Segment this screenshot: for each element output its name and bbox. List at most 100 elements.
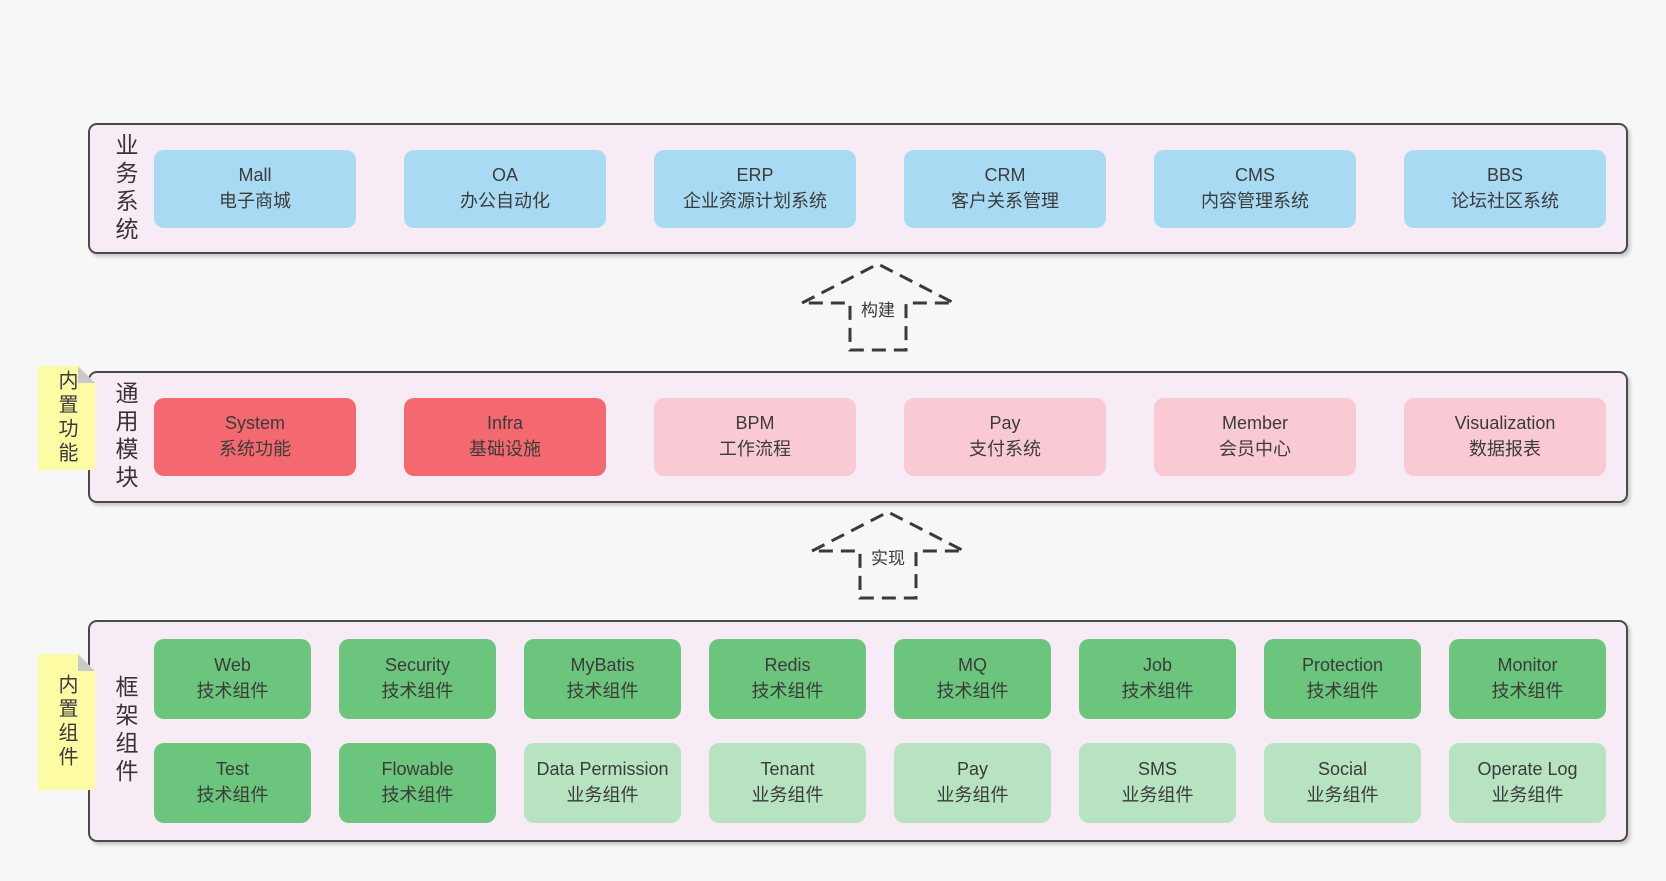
box-data-permission: Data Permission 业务组件	[524, 743, 681, 823]
box-protection: Protection 技术组件	[1264, 639, 1421, 719]
box-desc: 办公自动化	[460, 190, 550, 211]
box-name: Protection	[1301, 655, 1384, 676]
box-name: Monitor	[1497, 655, 1558, 676]
box-name: Tenant	[760, 759, 815, 780]
framework-row-1: Web 技术组件 Security 技术组件 MyBatis 技术组件 Redi…	[154, 639, 1606, 719]
box-desc: 技术组件	[381, 681, 454, 701]
box-desc: 业务组件	[1306, 785, 1379, 805]
box-redis: Redis 技术组件	[709, 639, 866, 719]
box-name: Pay	[989, 413, 1021, 434]
dashed-up-arrow-icon	[811, 510, 965, 600]
box-name: Flowable	[381, 759, 454, 780]
box-member: Member 会员中心	[1154, 398, 1356, 476]
box-name: ERP	[736, 164, 774, 185]
box-cms: CMS 内容管理系统	[1154, 149, 1356, 228]
box-desc: 电子商城	[219, 190, 291, 211]
box-desc: 论坛社区系统	[1451, 190, 1559, 211]
box-visualization: Visualization 数据报表	[1404, 398, 1606, 476]
business-systems-boxes: Mall 电子商城 OA 办公自动化 ERP 企业资源计划系统 CRM 客户关系…	[148, 149, 1626, 228]
framework-components-label: 框架组件	[112, 675, 138, 787]
box-desc: 业务组件	[566, 785, 639, 805]
sticky-note-builtin-features: 内置功能	[38, 366, 95, 470]
box-operate-log: Operate Log 业务组件	[1449, 743, 1606, 823]
box-name: Infra	[486, 413, 524, 434]
common-modules-boxes: System 系统功能 Infra 基础设施 BPM 工作流程 Pay 支付系统…	[148, 398, 1626, 476]
box-bpm: BPM 工作流程	[654, 398, 856, 476]
box-social: Social 业务组件	[1264, 743, 1421, 823]
box-name: MyBatis	[570, 655, 635, 676]
box-pay-system: Pay 支付系统	[904, 398, 1106, 476]
framework-components-container: 框架组件 Web 技术组件 Security 技术组件 MyBatis 技术组件…	[88, 620, 1628, 842]
box-crm: CRM 客户关系管理	[904, 149, 1106, 228]
common-modules-container: 通用模块 System 系统功能 Infra 基础设施 BPM 工作流程 Pay…	[88, 371, 1628, 503]
box-name: Social	[1317, 759, 1368, 780]
box-name: Mall	[238, 164, 272, 185]
box-desc: 技术组件	[936, 681, 1009, 701]
box-name: CRM	[984, 164, 1026, 185]
box-tenant: Tenant 业务组件	[709, 743, 866, 823]
common-modules-label: 通用模块	[112, 381, 138, 493]
business-systems-container: 业务系统 Mall 电子商城 OA 办公自动化 ERP 企业资源计划系统 CRM…	[88, 123, 1628, 254]
box-desc: 工作流程	[719, 439, 791, 459]
arrow-implement-label: 实现	[866, 543, 910, 570]
arrow-build: 构建	[798, 258, 958, 354]
box-name: Member	[1221, 413, 1288, 434]
box-desc: 业务组件	[936, 785, 1009, 805]
box-name: Operate Log	[1477, 759, 1578, 780]
framework-row-2: Test 技术组件 Flowable 技术组件 Data Permission …	[154, 743, 1606, 823]
box-desc: 技术组件	[1306, 681, 1379, 701]
sticky-note-text: 内置组件	[55, 674, 77, 770]
box-bbs: BBS 论坛社区系统	[1404, 149, 1606, 228]
box-desc: 技术组件	[1491, 681, 1564, 701]
box-name: Redis	[764, 655, 811, 676]
box-monitor: Monitor 技术组件	[1449, 639, 1606, 719]
box-web: Web 技术组件	[154, 639, 311, 719]
box-name: SMS	[1137, 759, 1177, 780]
box-desc: 数据报表	[1469, 439, 1541, 459]
box-security: Security 技术组件	[339, 639, 496, 719]
box-name: BPM	[735, 413, 775, 434]
box-desc: 技术组件	[196, 785, 269, 805]
dashed-up-arrow-icon	[801, 262, 955, 352]
box-oa: OA 办公自动化	[404, 149, 606, 228]
sticky-note-text: 内置功能	[55, 370, 77, 466]
box-desc: 技术组件	[196, 681, 269, 701]
box-desc: 客户关系管理	[951, 190, 1059, 211]
box-name: MQ	[958, 655, 987, 676]
box-name: CMS	[1235, 164, 1275, 185]
arrow-implement: 实现	[808, 506, 968, 602]
box-desc: 系统功能	[219, 439, 291, 459]
box-desc: 业务组件	[1491, 785, 1564, 805]
box-name: Web	[214, 655, 251, 676]
arrow-build-label: 构建	[856, 295, 900, 322]
box-desc: 技术组件	[1121, 681, 1194, 701]
box-infra: Infra 基础设施	[404, 398, 606, 476]
box-name: Pay	[956, 759, 989, 780]
box-name: Job	[1142, 655, 1173, 676]
box-desc: 会员中心	[1219, 439, 1291, 459]
box-sms: SMS 业务组件	[1079, 743, 1236, 823]
box-erp: ERP 企业资源计划系统	[654, 149, 856, 228]
box-name: OA	[491, 164, 518, 185]
box-mq: MQ 技术组件	[894, 639, 1051, 719]
box-test: Test 技术组件	[154, 743, 311, 823]
business-systems-label: 业务系统	[112, 132, 138, 245]
box-mall: Mall 电子商城	[154, 149, 356, 228]
box-name: Data Permission	[536, 759, 669, 780]
box-pay-component: Pay 业务组件	[894, 743, 1051, 823]
box-name: System	[224, 413, 285, 434]
sticky-note-builtin-components: 内置组件	[38, 654, 95, 790]
box-name: Visualization	[1454, 413, 1556, 434]
box-desc: 企业资源计划系统	[683, 190, 827, 211]
box-desc: 业务组件	[751, 785, 824, 805]
framework-components-rows: Web 技术组件 Security 技术组件 MyBatis 技术组件 Redi…	[148, 639, 1626, 823]
box-name: BBS	[1486, 164, 1524, 185]
box-desc: 技术组件	[566, 681, 639, 701]
box-flowable: Flowable 技术组件	[339, 743, 496, 823]
box-desc: 支付系统	[969, 439, 1041, 459]
box-desc: 内容管理系统	[1201, 190, 1309, 211]
box-desc: 基础设施	[469, 439, 541, 459]
box-desc: 技术组件	[381, 785, 454, 805]
box-mybatis: MyBatis 技术组件	[524, 639, 681, 719]
